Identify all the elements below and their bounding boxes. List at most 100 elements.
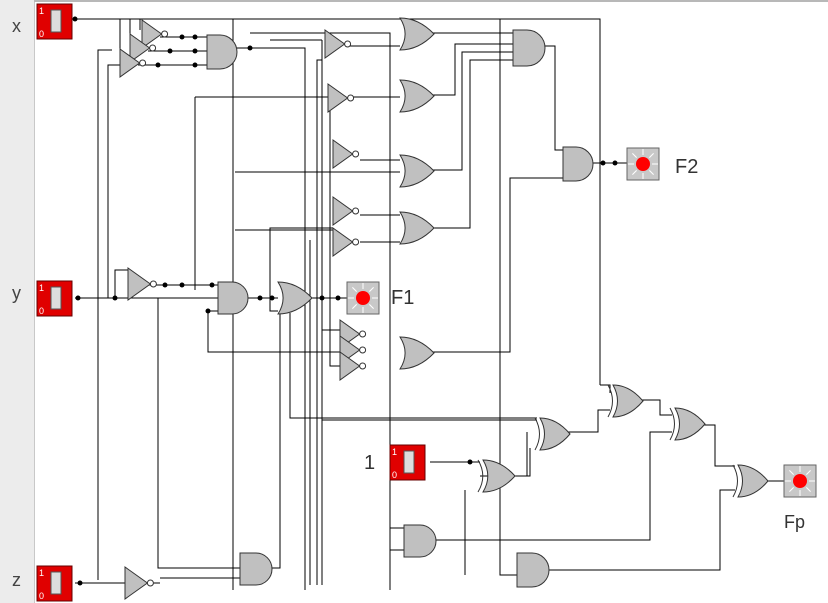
and-gate[interactable] — [516, 552, 550, 588]
junction-dot — [319, 295, 325, 301]
or-gate[interactable] — [399, 154, 435, 188]
led-ray — [789, 470, 794, 475]
xor-gate[interactable] — [534, 417, 571, 451]
not-gate-bubble — [359, 346, 367, 354]
xor-gate[interactable] — [669, 407, 706, 441]
and-gate[interactable] — [239, 552, 273, 586]
or-gate-body — [399, 79, 435, 113]
not-gate[interactable] — [124, 566, 154, 600]
switch-constant[interactable]: 10 — [389, 444, 426, 481]
switch-state-high: 1 — [39, 283, 44, 293]
switch-lever-icon — [50, 571, 62, 595]
not-gate[interactable] — [141, 19, 169, 49]
and-gate[interactable] — [217, 281, 249, 315]
led-ray — [369, 287, 374, 292]
and-gate[interactable] — [403, 524, 437, 558]
row-label-y: y — [12, 283, 21, 303]
junction-dot — [192, 48, 198, 54]
junction-dot — [77, 580, 83, 586]
xor-gate-body — [737, 464, 769, 498]
and-gate[interactable] — [562, 146, 594, 182]
xor-gate-extra-arc — [534, 417, 540, 451]
switch-state-low: 0 — [392, 470, 397, 480]
not-gate[interactable] — [119, 48, 147, 78]
led-ray — [632, 170, 637, 175]
not-gate-bubble — [146, 579, 154, 587]
or-gate[interactable] — [399, 211, 435, 245]
xor-gate-body — [612, 384, 644, 418]
not-gate-body — [119, 48, 141, 78]
gates — [119, 17, 769, 600]
wire — [540, 45, 563, 151]
not-gate-bubble — [161, 30, 169, 38]
xor-gate-body — [539, 417, 571, 451]
not-gate-bubble — [347, 94, 355, 102]
and-gate-body — [206, 34, 238, 70]
switch-state-low: 0 — [39, 306, 44, 316]
switch-state-low: 0 — [39, 29, 44, 39]
label-F1: F1 — [391, 287, 415, 309]
not-gate-bubble — [344, 40, 352, 48]
switch-z[interactable]: 10 — [36, 565, 73, 602]
xor-gate[interactable] — [732, 464, 769, 498]
or-gate-body — [399, 17, 435, 51]
led-lamp-icon — [793, 474, 807, 488]
and-gate[interactable] — [206, 34, 238, 70]
led-ray — [369, 304, 374, 309]
row-label-strip: x y z — [0, 0, 35, 603]
wire — [157, 298, 240, 569]
not-gate[interactable] — [129, 33, 157, 63]
led-ray — [352, 304, 357, 309]
switch-lever-icon — [403, 450, 415, 474]
not-gate-bubble — [352, 150, 360, 158]
or-gate-body — [399, 336, 435, 370]
wire — [433, 177, 563, 353]
xor-gate-extra-arc — [669, 407, 675, 441]
led-ray — [649, 170, 654, 175]
junction-dot — [167, 48, 173, 54]
junction-dot — [155, 62, 161, 68]
switch-y[interactable]: 10 — [36, 280, 73, 317]
not-gate[interactable] — [332, 227, 360, 257]
not-gate[interactable] — [332, 139, 360, 169]
not-gate[interactable] — [324, 29, 352, 59]
wire — [433, 43, 513, 96]
or-gate[interactable] — [399, 79, 435, 113]
xor-gate-extra-arc — [477, 459, 484, 493]
junction-dot — [247, 45, 253, 51]
or-gate[interactable] — [277, 281, 313, 315]
switch-x[interactable]: 10 — [36, 3, 73, 40]
xor-gate[interactable] — [477, 459, 516, 493]
xor-gate-body — [674, 407, 706, 441]
junction-dot — [192, 62, 198, 68]
and-gate[interactable] — [512, 29, 546, 67]
junction-dot — [75, 295, 81, 301]
or-gate[interactable] — [399, 336, 435, 370]
or-gate[interactable] — [399, 17, 435, 51]
not-gate-bubble — [352, 207, 360, 215]
wire — [269, 227, 333, 312]
not-gate[interactable] — [127, 267, 157, 301]
not-gate-bubble — [359, 362, 367, 370]
label-Fp: Fp — [784, 512, 806, 532]
switch-state-low: 0 — [39, 591, 44, 601]
wire — [434, 431, 672, 541]
junction-dot — [600, 160, 606, 166]
junction-dot — [162, 282, 168, 288]
wire — [703, 424, 735, 467]
not-gate-body — [141, 19, 163, 49]
led-lamp-icon — [356, 291, 370, 305]
junction-dot — [179, 282, 185, 288]
switch-state-high: 1 — [39, 6, 44, 16]
not-gate[interactable] — [327, 83, 355, 113]
wire — [250, 32, 391, 590]
xor-gate-extra-arc — [607, 384, 613, 418]
not-gate[interactable] — [339, 351, 367, 381]
and-gate-body — [217, 281, 249, 315]
led-ray — [352, 287, 357, 292]
not-gate[interactable] — [332, 196, 360, 226]
junction-dot — [335, 295, 341, 301]
led-ray — [806, 470, 811, 475]
xor-gate[interactable] — [607, 384, 644, 418]
